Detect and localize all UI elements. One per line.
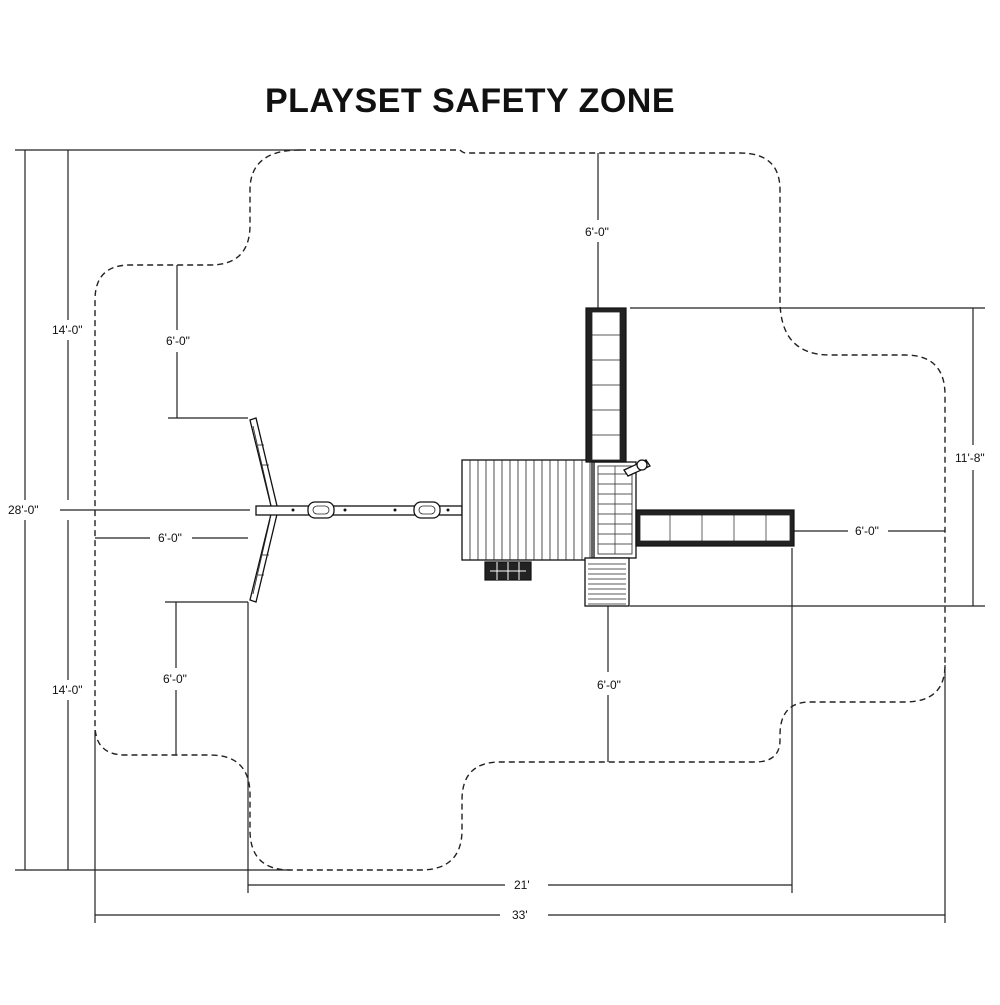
swing-seat-left [307,501,335,519]
equipment-width-label: 21' [514,878,530,892]
slide-right-clearance-label: 6'-0" [855,524,879,538]
swing-top-clearance-label: 6'-0" [166,334,190,348]
safety-zone-outline [94,149,946,871]
swing-left-clearance-label: 6'-0" [158,531,182,545]
overall-width-label: 33' [512,908,528,922]
fort-deck [593,461,637,559]
lower-half-label: 14'-0" [52,683,83,697]
diagram-title: PLAYSET SAFETY ZONE [264,82,676,120]
fort-ladder [484,561,532,581]
slide-top-clearance: 6'-0" [585,153,609,308]
fort-bottom-clearance-label: 6'-0" [597,678,621,692]
fort-stairs [584,557,630,607]
slide-right-clearance: 6'-0" [792,524,945,538]
right-height-label: 11'-8" [955,451,985,465]
fort-bottom-clearance: 6'-0" [597,606,621,762]
equipment-width-dimension: 21' [247,548,793,893]
side-slide [635,509,795,547]
swing-left-clearance: 6'-0" [95,531,248,545]
swing-seat-right [413,501,441,519]
swing-bottom-clearance-label: 6'-0" [163,672,187,686]
overall-height-dimension: 28'-0" [8,149,300,871]
swing-top-clearance: 6'-0" [166,265,248,419]
right-height-dimension: 11'-8" [630,307,985,607]
upper-slide [585,307,627,463]
half-height-dimensions: 14'-0" 14'-0" [52,150,83,870]
slide-top-clearance-label: 6'-0" [585,225,609,239]
fort-roof [461,459,593,561]
overall-height-label: 28'-0" [8,503,39,517]
swing-bottom-clearance: 6'-0" [163,601,248,755]
steering-wheel-accessory [623,459,651,477]
overall-width-dimension: 33' [94,665,946,923]
upper-half-label: 14'-0" [52,323,83,337]
